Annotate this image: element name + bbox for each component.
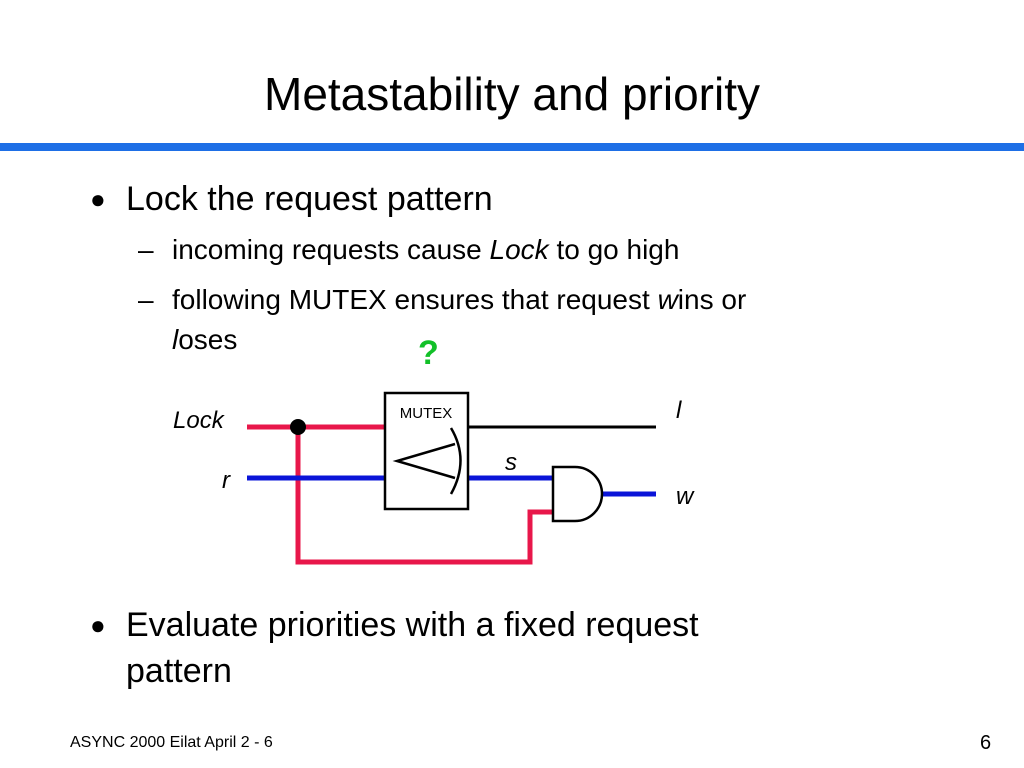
subitem-2-line2-italic: l (172, 324, 179, 355)
footer-event: ASYNC 2000 Eilat April 2 - 6 (70, 734, 273, 751)
subitem-2-line1-after: ins or (677, 284, 747, 315)
page-number: 6 (980, 732, 992, 754)
and-gate (551, 465, 604, 523)
arbiter-symbol (449, 427, 462, 495)
bullet-2-line1: Evaluate priorities with a fixed request (126, 606, 699, 644)
lock-feedback-wire (295, 427, 553, 565)
title-rule (0, 143, 1024, 151)
bullet-1-text: Lock the request pattern (126, 180, 493, 218)
question-mark: ? (418, 334, 439, 372)
bullet-dot: ● (90, 184, 106, 214)
s-label: s (505, 449, 517, 476)
sub-dash: – (138, 284, 154, 315)
r-label: r (222, 467, 231, 494)
subitem-2-line2: loses (172, 319, 932, 361)
bullet-dot: ● (90, 610, 106, 640)
sub-dash: – (138, 234, 154, 265)
subitem-1: – incoming requests cause Lock to go hig… (138, 229, 680, 271)
subitem-2-line2-after: oses (178, 324, 238, 355)
lock-label: Lock (173, 407, 226, 434)
arbiter-wedge (392, 442, 456, 480)
subitem-1-before: incoming requests cause (172, 234, 490, 265)
subitem-2-line1-before: following MUTEX ensures that request (172, 284, 658, 315)
junction-dot (290, 419, 306, 435)
bullet-2: ● Evaluate priorities with a fixed reque… (90, 602, 699, 694)
mutex-label: MUTEX (400, 405, 453, 422)
subitem-2-line1-italic: w (657, 284, 678, 315)
bullet-2-line2: pattern (126, 652, 232, 690)
subitem-2-line1: following MUTEX ensures that request win… (172, 279, 932, 321)
slide-title: Metastability and priority (264, 68, 760, 120)
subitem-2: – following MUTEX ensures that request w… (138, 279, 932, 361)
l-label: l (676, 397, 682, 424)
subitem-1-after: to go high (548, 234, 680, 265)
subitem-1-italic: Lock (489, 234, 549, 265)
w-label: w (676, 483, 695, 510)
bullet-1: ● Lock the request pattern (90, 176, 493, 222)
